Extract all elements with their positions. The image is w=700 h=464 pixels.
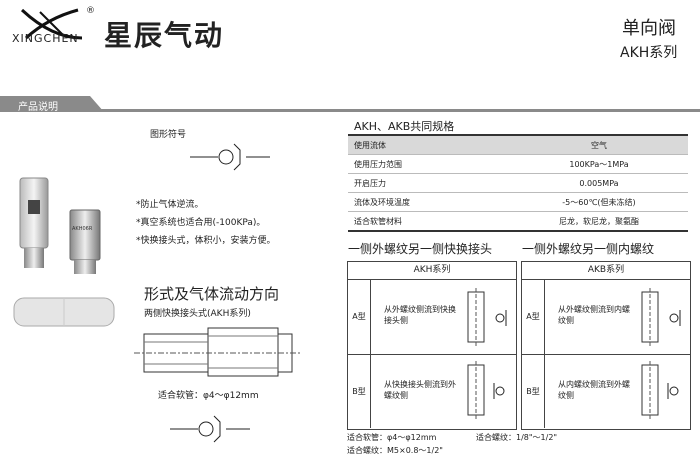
section-bar: 产品说明 — [0, 96, 700, 113]
left-row-a: A型 从外螺纹侧流到快换接头侧 — [348, 280, 516, 355]
spec-value: -5～60℃(但未冻结) — [510, 192, 688, 212]
feature-item: *快换接头式，体积小，安装方便。 — [136, 236, 276, 246]
right-row-b: B型 从内螺纹侧流到外螺纹侧 — [522, 355, 690, 429]
akh-section-drawing — [134, 327, 302, 377]
left-group-box: AKH系列 A型 从外螺纹侧流到快换接头侧 B型 从快换接头侧流到外螺纹侧 — [347, 261, 517, 430]
feature-item: *真空系统也适合用(-100KPa)。 — [136, 218, 266, 228]
right-group-heading: 一侧外螺纹另一侧内螺纹 — [522, 242, 655, 256]
type-label: B型 — [348, 355, 371, 428]
table-row: 流体及环境温度 -5～60℃(但未冻结) — [348, 192, 688, 212]
spec-value: 100KPa～1MPa — [510, 154, 688, 174]
right-series-header: AKB系列 — [522, 262, 690, 280]
type-label: B型 — [522, 355, 545, 428]
right-group-box: AKB系列 A型 从外螺纹侧流到内螺纹侧 B型 从内螺纹侧流到外螺纹侧 — [521, 261, 691, 430]
tube-note: 适合软管：φ4～φ12mm — [158, 391, 259, 401]
check-valve-symbol-icon — [190, 143, 270, 171]
spec-key: 适合软管材料 — [348, 211, 510, 232]
table-row: 使用压力范围 100KPa～1MPa — [348, 154, 688, 174]
left-series-header: AKH系列 — [348, 262, 516, 280]
footer-tube: 适合软管：φ4～φ12mm — [347, 433, 437, 442]
brand-logo-icon — [20, 8, 83, 40]
akh-b-drawing — [467, 361, 505, 419]
spec-key: 开启压力 — [348, 173, 510, 193]
flow-desc: 从快换接头侧流到外螺纹侧 — [384, 380, 456, 400]
section-bar-label: 产品说明 — [18, 102, 58, 113]
right-row-a: A型 从外螺纹侧流到内螺纹侧 — [522, 280, 690, 355]
feature-list: *防止气体逆流。 *真空系统也适合用(-100KPa)。 *快换接头式，体积小，… — [136, 196, 276, 250]
spec-value: 尼龙，软尼龙，聚氨酯 — [510, 211, 688, 232]
akb-b-drawing — [641, 361, 679, 419]
spec-value: 空气 — [510, 134, 688, 155]
check-valve-symbol-icon — [170, 415, 250, 443]
product-photo-inline-image — [13, 297, 115, 327]
type-label: A型 — [522, 280, 545, 354]
akh-a-drawing — [467, 288, 507, 346]
registered-mark: ® — [86, 6, 95, 16]
footer-thread1: 适合螺纹：1/8"～1/2" — [476, 433, 558, 442]
small-fitting-label: AKH06R — [72, 226, 93, 232]
brand-name-en: XINGCHEN — [12, 32, 79, 45]
table-row: 适合软管材料 尼龙，软尼龙，聚氨酯 — [348, 211, 688, 232]
type-label: A型 — [348, 280, 371, 354]
flow-desc: 从外螺纹侧流到快换接头侧 — [384, 305, 456, 325]
spec-key: 使用流体 — [348, 134, 510, 155]
flow-desc: 从外螺纹侧流到内螺纹侧 — [558, 305, 630, 325]
spec-value: 0.005MPa — [510, 173, 688, 193]
akb-a-drawing — [641, 288, 681, 346]
spec-table: 使用流体 空气 使用压力范围 100KPa～1MPa 开启压力 0.005MPa… — [348, 134, 688, 232]
flow-section-subtitle: 两侧快换接头式(AKH系列) — [144, 309, 251, 319]
symbol-label: 图形符号 — [150, 130, 187, 140]
flow-desc: 从内螺纹侧流到外螺纹侧 — [558, 380, 630, 400]
footer-thread2: 适合螺纹：M5×0.8～1/2" — [347, 446, 443, 455]
flow-section-title: 形式及气体流动方向 — [144, 285, 280, 303]
spec-title: AKH、AKB共同规格 — [354, 120, 455, 133]
table-row: 使用流体 空气 — [348, 134, 688, 155]
product-title: 单向阀 — [622, 18, 676, 39]
product-photo-image — [19, 177, 101, 274]
left-group-heading: 一侧外螺纹另一侧快换接头 — [348, 242, 493, 256]
product-series: AKH系列 — [620, 45, 678, 61]
table-row: 开启压力 0.005MPa — [348, 173, 688, 193]
feature-item: *防止气体逆流。 — [136, 200, 204, 210]
left-row-b: B型 从快换接头侧流到外螺纹侧 — [348, 355, 516, 429]
spec-key: 使用压力范围 — [348, 154, 510, 174]
brand-name-cn: 星辰气动 — [104, 19, 225, 52]
spec-key: 流体及环境温度 — [348, 192, 510, 212]
